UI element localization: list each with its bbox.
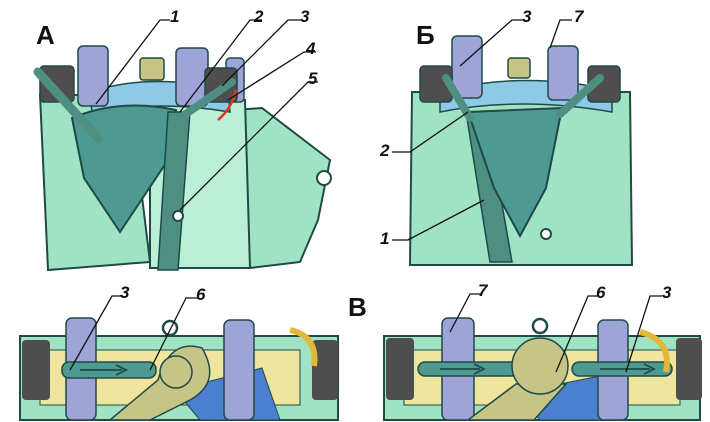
callout-b-1: 1 <box>380 229 389 248</box>
callout-c-3: 3 <box>120 283 130 302</box>
callout-b-7: 7 <box>574 7 585 26</box>
panel-c-illustration <box>19 317 339 421</box>
leader-lines <box>69 19 662 373</box>
callout-a-1: 1 <box>170 7 179 26</box>
panel-b-labels: Б 3 7 2 1 <box>379 7 585 248</box>
panel-b-letter: Б <box>416 20 435 50</box>
callout-d-7: 7 <box>478 281 489 300</box>
callout-a-2: 2 <box>253 7 264 26</box>
callout-d-6: 6 <box>596 283 606 302</box>
panel-d-illustration <box>383 317 702 421</box>
panel-d-labels: В 7 6 3 <box>348 281 672 322</box>
panel-a-illustration <box>33 45 332 272</box>
callout-a-3: 3 <box>300 7 310 26</box>
panel-d-letter: В <box>348 292 367 322</box>
callout-a-4: 4 <box>305 39 316 58</box>
panel-b-illustration <box>408 35 634 266</box>
callout-b-3: 3 <box>522 7 532 26</box>
callout-b-2: 2 <box>379 141 390 160</box>
callout-a-5: 5 <box>308 69 318 88</box>
panel-c-labels: 3 6 <box>120 283 206 304</box>
panel-a-letter: А <box>36 20 55 50</box>
panel-a-labels: А 1 2 3 4 5 <box>36 7 318 88</box>
callout-c-6: 6 <box>196 285 206 304</box>
callout-d-3: 3 <box>662 283 672 302</box>
